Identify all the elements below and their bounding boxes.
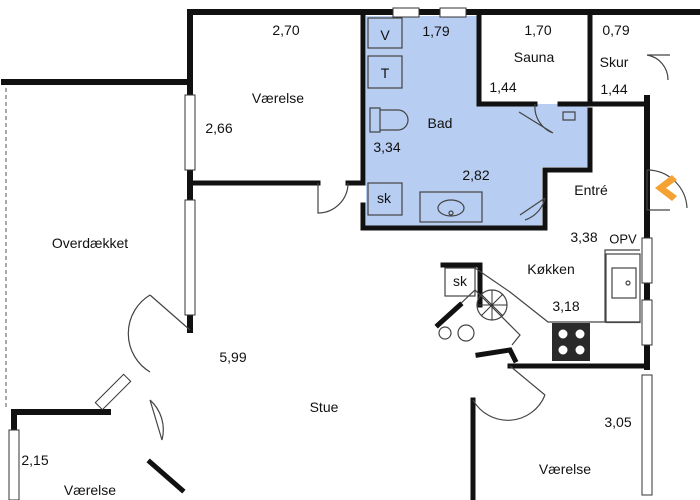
room-sauna-width: 1,70 — [524, 22, 552, 38]
opv-label: OPV — [609, 231, 637, 247]
bathroom-fixtures — [367, 17, 576, 223]
closet-label-kitchen: sk — [453, 273, 467, 289]
area-overdaekket: Overdækket — [51, 235, 129, 251]
stove-fan-spokes — [477, 290, 507, 320]
room-kokken-height: 3,18 — [552, 298, 580, 314]
room-bad-width: 1,79 — [422, 23, 450, 39]
toilet-icon — [369, 107, 409, 133]
room-vaerelse-left-width: 2,15 — [21, 452, 49, 468]
entrance-arrow-icon — [655, 175, 677, 201]
kitchen-sink-icon — [611, 267, 637, 299]
room-sauna: Sauna — [513, 49, 555, 65]
room-vaerelse-top-width: 2,70 — [272, 22, 300, 38]
bath-fixture-t: T — [380, 65, 390, 81]
room-vaerelse-top-height: 2,66 — [205, 120, 233, 136]
room-bad-width-lower: 2,82 — [462, 167, 490, 183]
room-bad-height: 3,34 — [373, 139, 401, 155]
bath-fixture-v: V — [380, 27, 390, 43]
sink-icon — [437, 199, 465, 217]
windows — [8, 7, 653, 500]
kitchen-fixtures — [434, 249, 641, 364]
room-sauna-height: 1,44 — [489, 79, 517, 95]
room-kokken: Køkken — [527, 261, 575, 277]
room-stue: Stue — [309, 399, 339, 415]
room-skur-height: 1,44 — [600, 81, 628, 97]
room-skur-width: 0,79 — [602, 22, 630, 38]
room-bad: Bad — [427, 115, 453, 131]
room-skur: Skur — [599, 54, 629, 70]
closet-label-bad: sk — [377, 190, 391, 206]
room-vaerelse-left: Værelse — [63, 482, 117, 498]
room-vaerelse-right-height: 3,05 — [604, 414, 632, 430]
room-vaerelse-top: Værelse — [251, 90, 305, 106]
cooktop-icon — [552, 323, 590, 361]
outer-walls — [1, 9, 700, 500]
room-entre: Entré — [574, 182, 608, 198]
bathroom-fill — [366, 16, 588, 226]
room-stue-width: 5,99 — [219, 349, 247, 365]
room-kokken-width: 3,38 — [570, 229, 598, 245]
room-vaerelse-right: Værelse — [538, 461, 592, 477]
